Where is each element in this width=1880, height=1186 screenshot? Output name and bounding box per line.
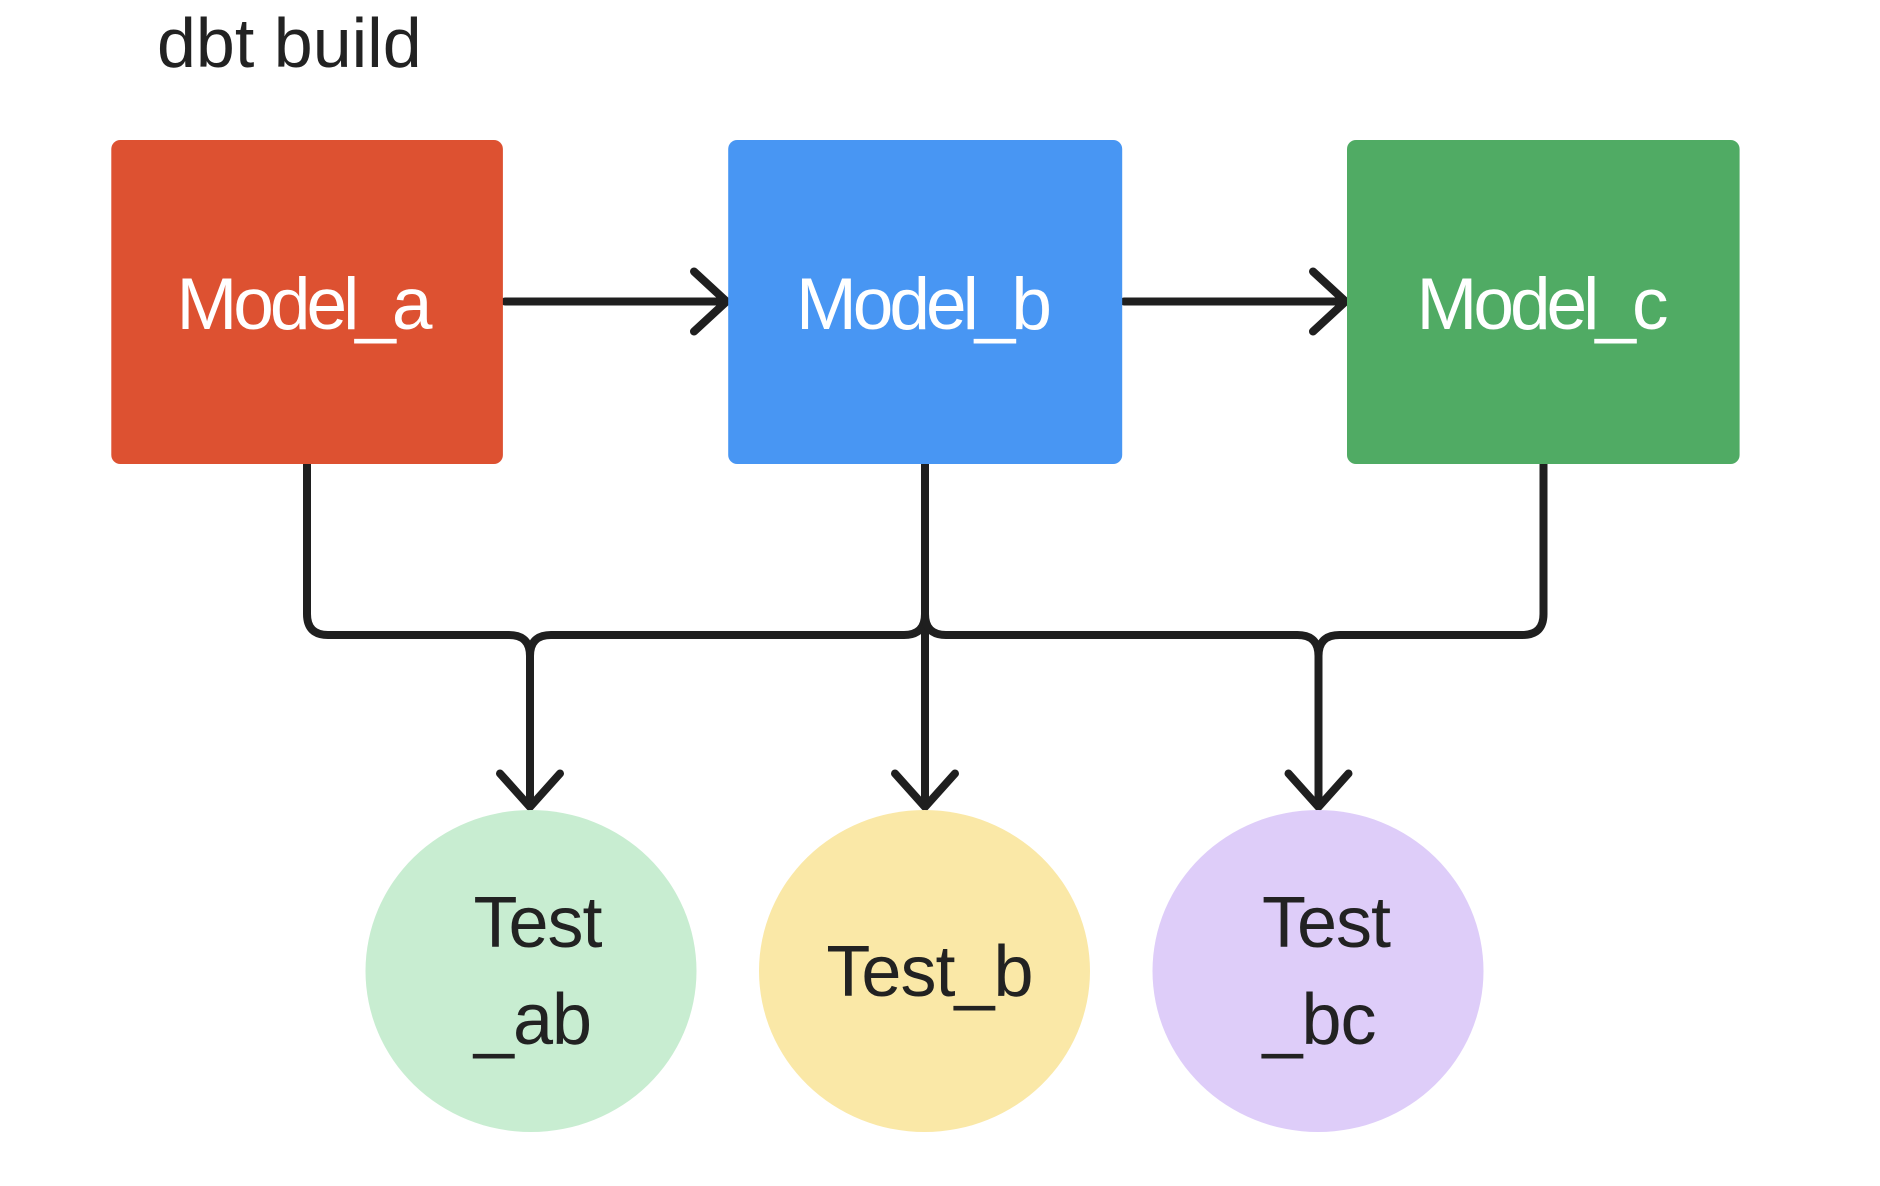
svg-text:Test: Test (1262, 883, 1391, 963)
svg-text:Test_b: Test_b (826, 932, 1032, 1012)
svg-text:dbt build: dbt build (157, 4, 422, 82)
svg-text:Model_a: Model_a (176, 264, 432, 345)
svg-text:_bc: _bc (1260, 980, 1375, 1060)
svg-text:Test: Test (473, 883, 602, 963)
svg-text:Model_c: Model_c (1417, 264, 1667, 345)
svg-text:_ab: _ab (472, 980, 591, 1060)
svg-text:Model_b: Model_b (796, 264, 1049, 345)
